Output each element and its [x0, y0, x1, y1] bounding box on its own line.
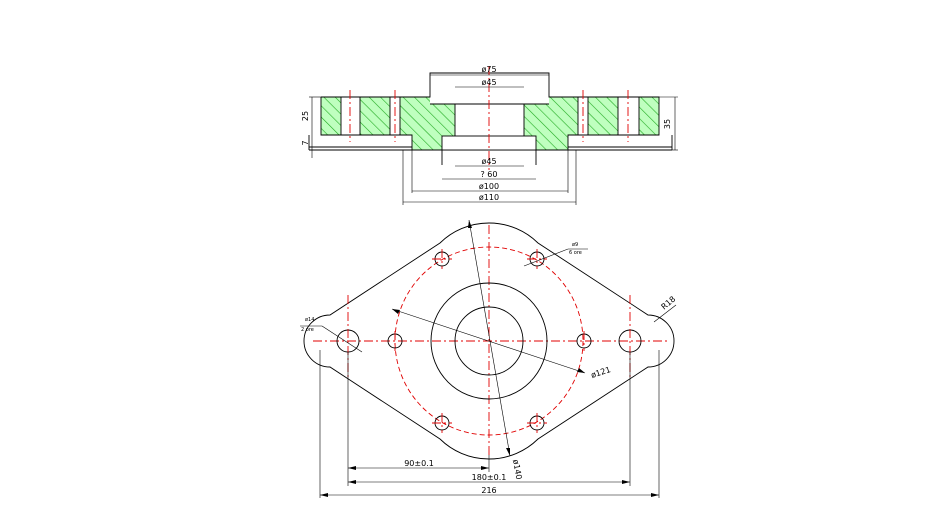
hatch-left-mid	[360, 97, 390, 135]
arrow-d140-b	[506, 448, 510, 456]
flange-outline	[303, 222, 675, 460]
arrow-w90-b	[481, 466, 489, 470]
dim-text-w216: 216	[481, 486, 496, 495]
dim-text-h7: 7	[301, 140, 310, 145]
arrow-d140-a	[468, 220, 472, 228]
dim-text-bottom-d45: ø45	[481, 157, 496, 166]
dim-text-top-d45: ø45	[481, 78, 496, 87]
hatch-right-mid	[588, 97, 618, 135]
plan-view: ø9 6 ore ø14 2 ore R18 ø121 ø140 90±0.1	[300, 219, 678, 498]
arrow-w216-b	[651, 493, 659, 497]
arrow-w180-a	[348, 480, 356, 484]
bolt-circle	[394, 246, 584, 436]
dim-text-d140: ø140	[511, 459, 523, 480]
dim-line-d121	[391, 308, 586, 374]
dim-text-h25: 25	[301, 111, 310, 121]
dim-text-d121: ø121	[590, 365, 612, 380]
dim-text-d75: ø75	[481, 65, 496, 74]
arrow-w90-a	[348, 466, 356, 470]
section-outline	[320, 72, 660, 151]
hub-inner-circle	[454, 306, 524, 376]
arrow-d121-a	[392, 309, 400, 314]
dim-line-d140	[468, 219, 511, 457]
leader-r18	[653, 304, 677, 323]
hatch-right-inner	[524, 97, 578, 150]
leader-d9	[523, 248, 569, 267]
dim-text-d9: ø9	[572, 242, 578, 248]
hatch-left-outer	[321, 97, 341, 135]
dim-text-60: ? 60	[481, 170, 498, 179]
hatch-right-outer	[639, 97, 659, 135]
leader-d14	[321, 325, 363, 353]
dim-text-w90: 90±0.1	[404, 459, 434, 468]
hatch-left-inner	[400, 97, 455, 150]
dim-text-d14-count: 2 ore	[301, 327, 314, 333]
dim-text-r18: R18	[660, 295, 678, 312]
dim-text-d110: ø110	[479, 193, 499, 202]
section-view: ø75 ø45 ø45 ? 60 ø100 ø110 25 7 35	[301, 65, 678, 205]
arrow-d121-b	[577, 368, 585, 373]
dim-text-d100: ø100	[479, 182, 499, 191]
dim-text-d9-count: 6 ore	[569, 250, 582, 256]
dim-text-h35: 35	[663, 119, 672, 129]
hub-outer-circle	[430, 282, 548, 400]
arrow-w216-a	[320, 493, 328, 497]
arrow-w180-b	[622, 480, 630, 484]
dim-text-w180: 180±0.1	[472, 473, 507, 482]
dim-text-d14: ø14	[305, 317, 314, 323]
